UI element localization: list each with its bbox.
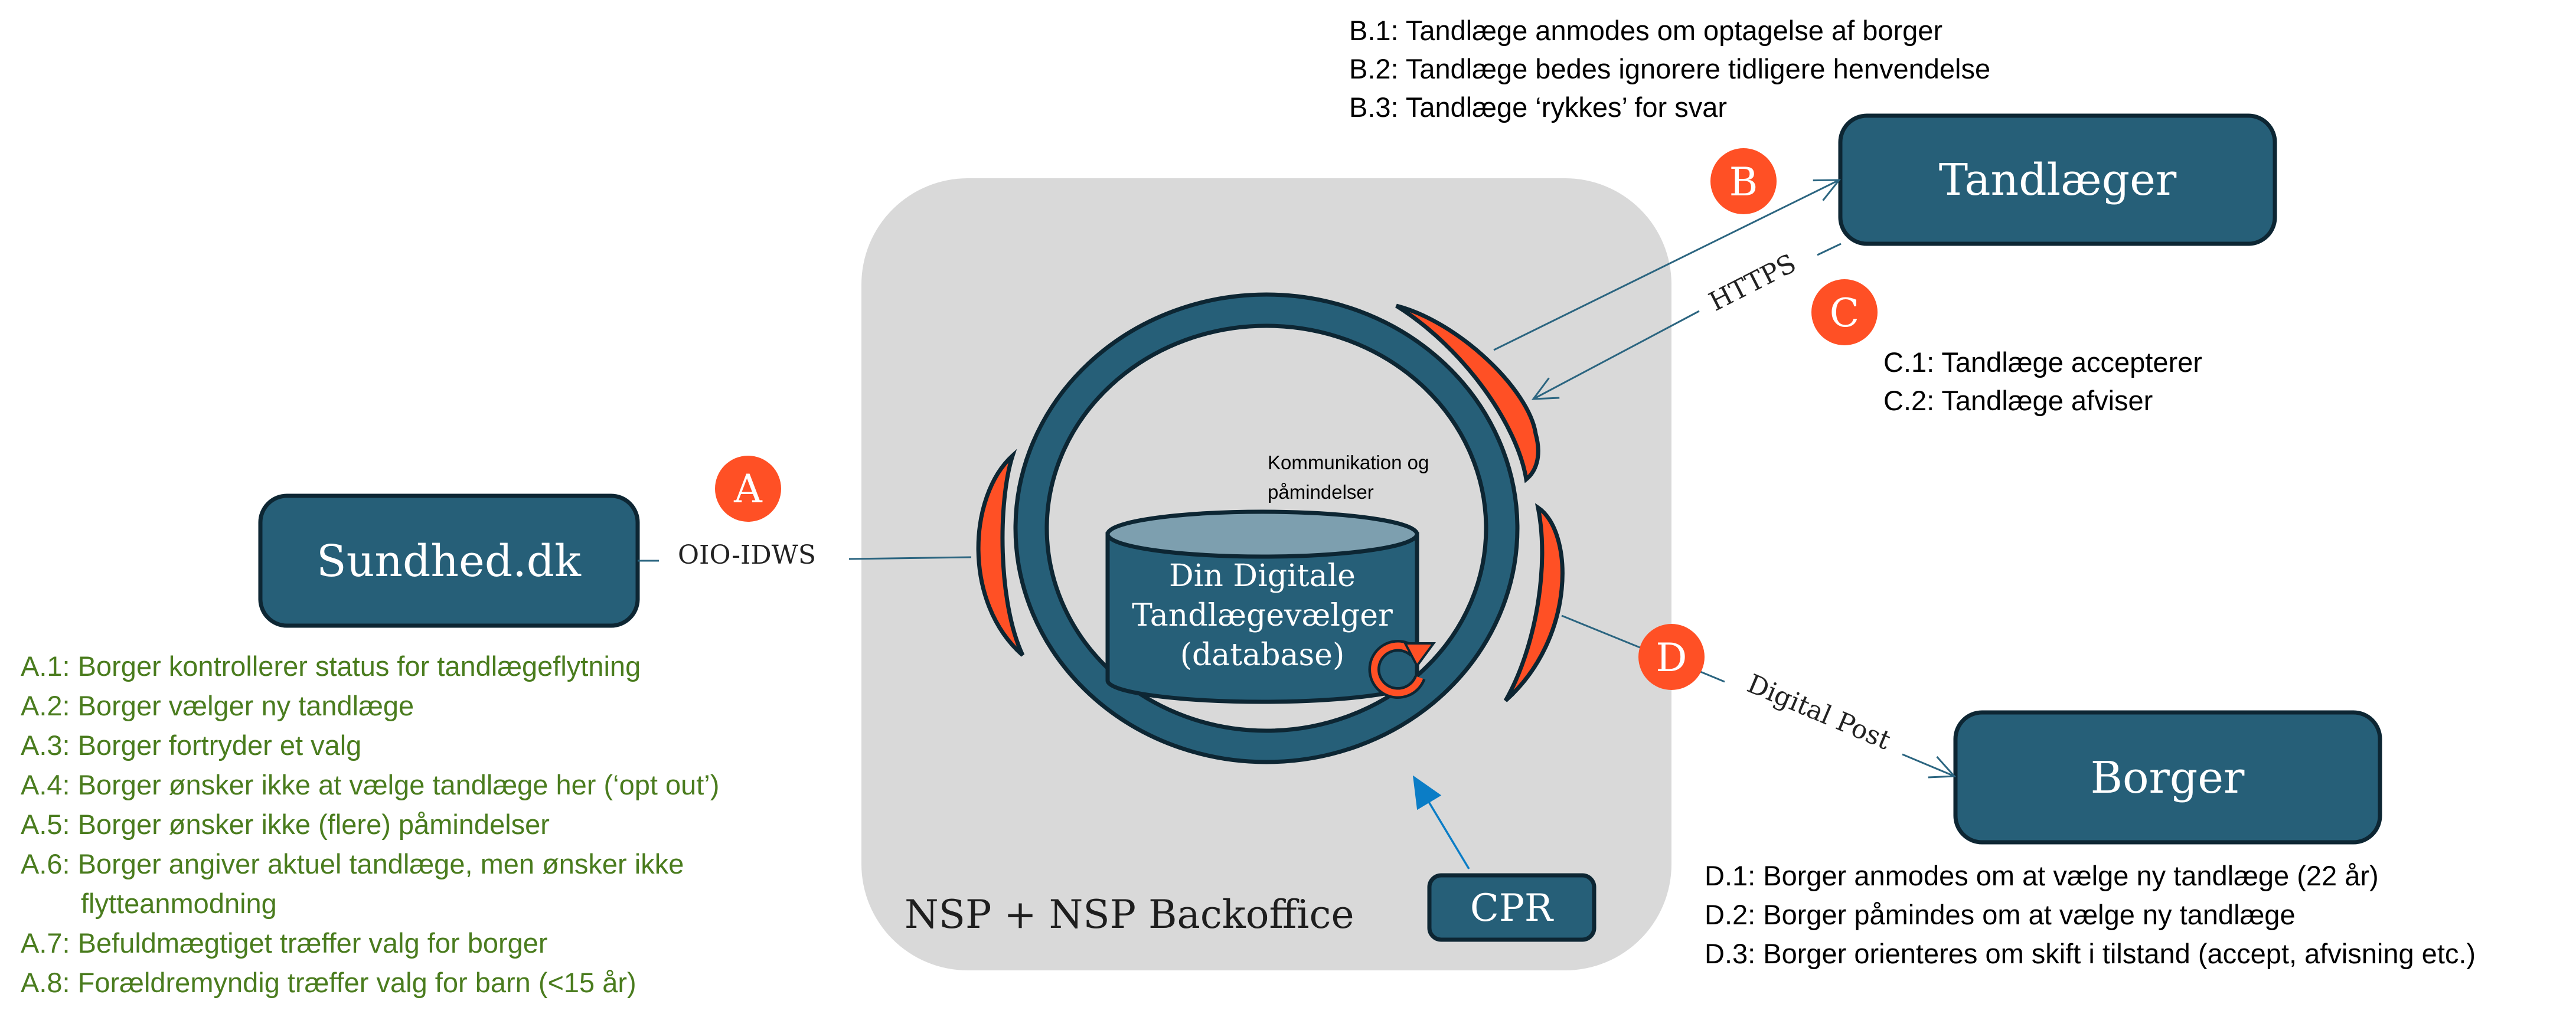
connector-d-arrow [1902,753,1957,779]
badge-c-label: C [1830,290,1860,336]
shield-arc-left [976,449,1025,657]
database-label-line3: (database) [1180,637,1345,673]
refresh-icon [1368,640,1436,699]
list-d-item: D.1: Borger anmodes om at vælge ny tandl… [1705,860,2379,891]
list-a-item: A.4: Borger ønsker ikke at vælge tandlæg… [21,769,719,800]
list-d-item: D.2: Borger påmindes om at vælge ny tand… [1705,899,2296,930]
connector-digital-post-label: Digital Post [1743,669,1895,756]
node-borger-label: Borger [2091,753,2245,803]
badge-c [1811,279,1878,345]
list-a-item: A.7: Befuldmægtiget træffer valg for bor… [21,927,548,959]
list-a-item: A.3: Borger fortryder et valg [21,730,361,761]
badge-b [1710,148,1777,214]
list-d: D.1: Borger anmodes om at vælge ny tandl… [1705,860,2476,969]
database-cylinder [1105,509,1419,704]
list-b-item: B.2: Tandlæge bedes ignorere tidligere h… [1349,53,1990,84]
badge-b-label: B [1729,159,1758,205]
badge-a-label: A [733,466,763,512]
shield-arc-right [1503,503,1565,702]
list-c: C.1: Tandlæge accepterer C.2: Tandlæge a… [1883,346,2202,416]
database-label-line1: Din Digitale [1169,558,1356,594]
list-a-item: A.6: Borger angiver aktuel tandlæge, men… [21,848,684,879]
list-a-item: A.1: Borger kontrollerer status for tand… [21,650,641,682]
database-label-line2: Tandlægevælger [1132,598,1393,633]
nsp-panel-title: NSP + NSP Backoffice [905,892,1354,937]
node-cpr[interactable] [1427,873,1596,942]
shield-arc-top-right [1395,303,1540,483]
node-sundhed-label: Sundhed.dk [316,536,582,587]
list-a-item-continuation: flytteanmodning [81,888,277,919]
badge-d [1638,624,1705,690]
badge-d-label: D [1656,635,1687,681]
connector-https-label: HTTPS [1705,248,1801,318]
connector-oio-right [848,556,972,560]
connector-oio-label: OIO-IDWS [678,540,816,570]
connector-c-arrow [1531,310,1700,400]
list-b-item: B.1: Tandlæge anmodes om optagelse af bo… [1349,15,1942,46]
list-d-item: D.3: Borger orienteres om skift i tilsta… [1705,938,2476,969]
connector-b-arrow [1493,179,1842,351]
list-c-item: C.2: Tandlæge afviser [1883,385,2153,416]
list-a-item: A.2: Borger vælger ny tandlæge [21,690,414,721]
node-tandlaeger-label: Tandlæger [1939,155,2177,205]
list-a-item: A.5: Borger ønsker ikke (flere) påmindel… [21,809,550,840]
list-c-item: C.1: Tandlæge accepterer [1883,346,2202,378]
node-cpr-label: CPR [1470,887,1554,930]
communication-note-line1: Kommunikation og [1268,452,1429,473]
list-a: A.1: Borger kontrollerer status for tand… [21,650,719,998]
connector-d-mid [1700,671,1725,683]
connector-cpr-arrow [1412,775,1470,869]
connector-c-segment [1817,243,1842,256]
communication-note-line2: påmindelser [1268,481,1374,503]
list-b-item: B.3: Tandlæge ‘rykkes’ for svar [1349,91,1727,123]
badge-a [715,456,781,522]
connector-d-start [1561,614,1642,649]
list-a-item: A.8: Forældremyndig træffer valg for bar… [21,967,636,998]
list-b: B.1: Tandlæge anmodes om optagelse af bo… [1349,15,1990,123]
